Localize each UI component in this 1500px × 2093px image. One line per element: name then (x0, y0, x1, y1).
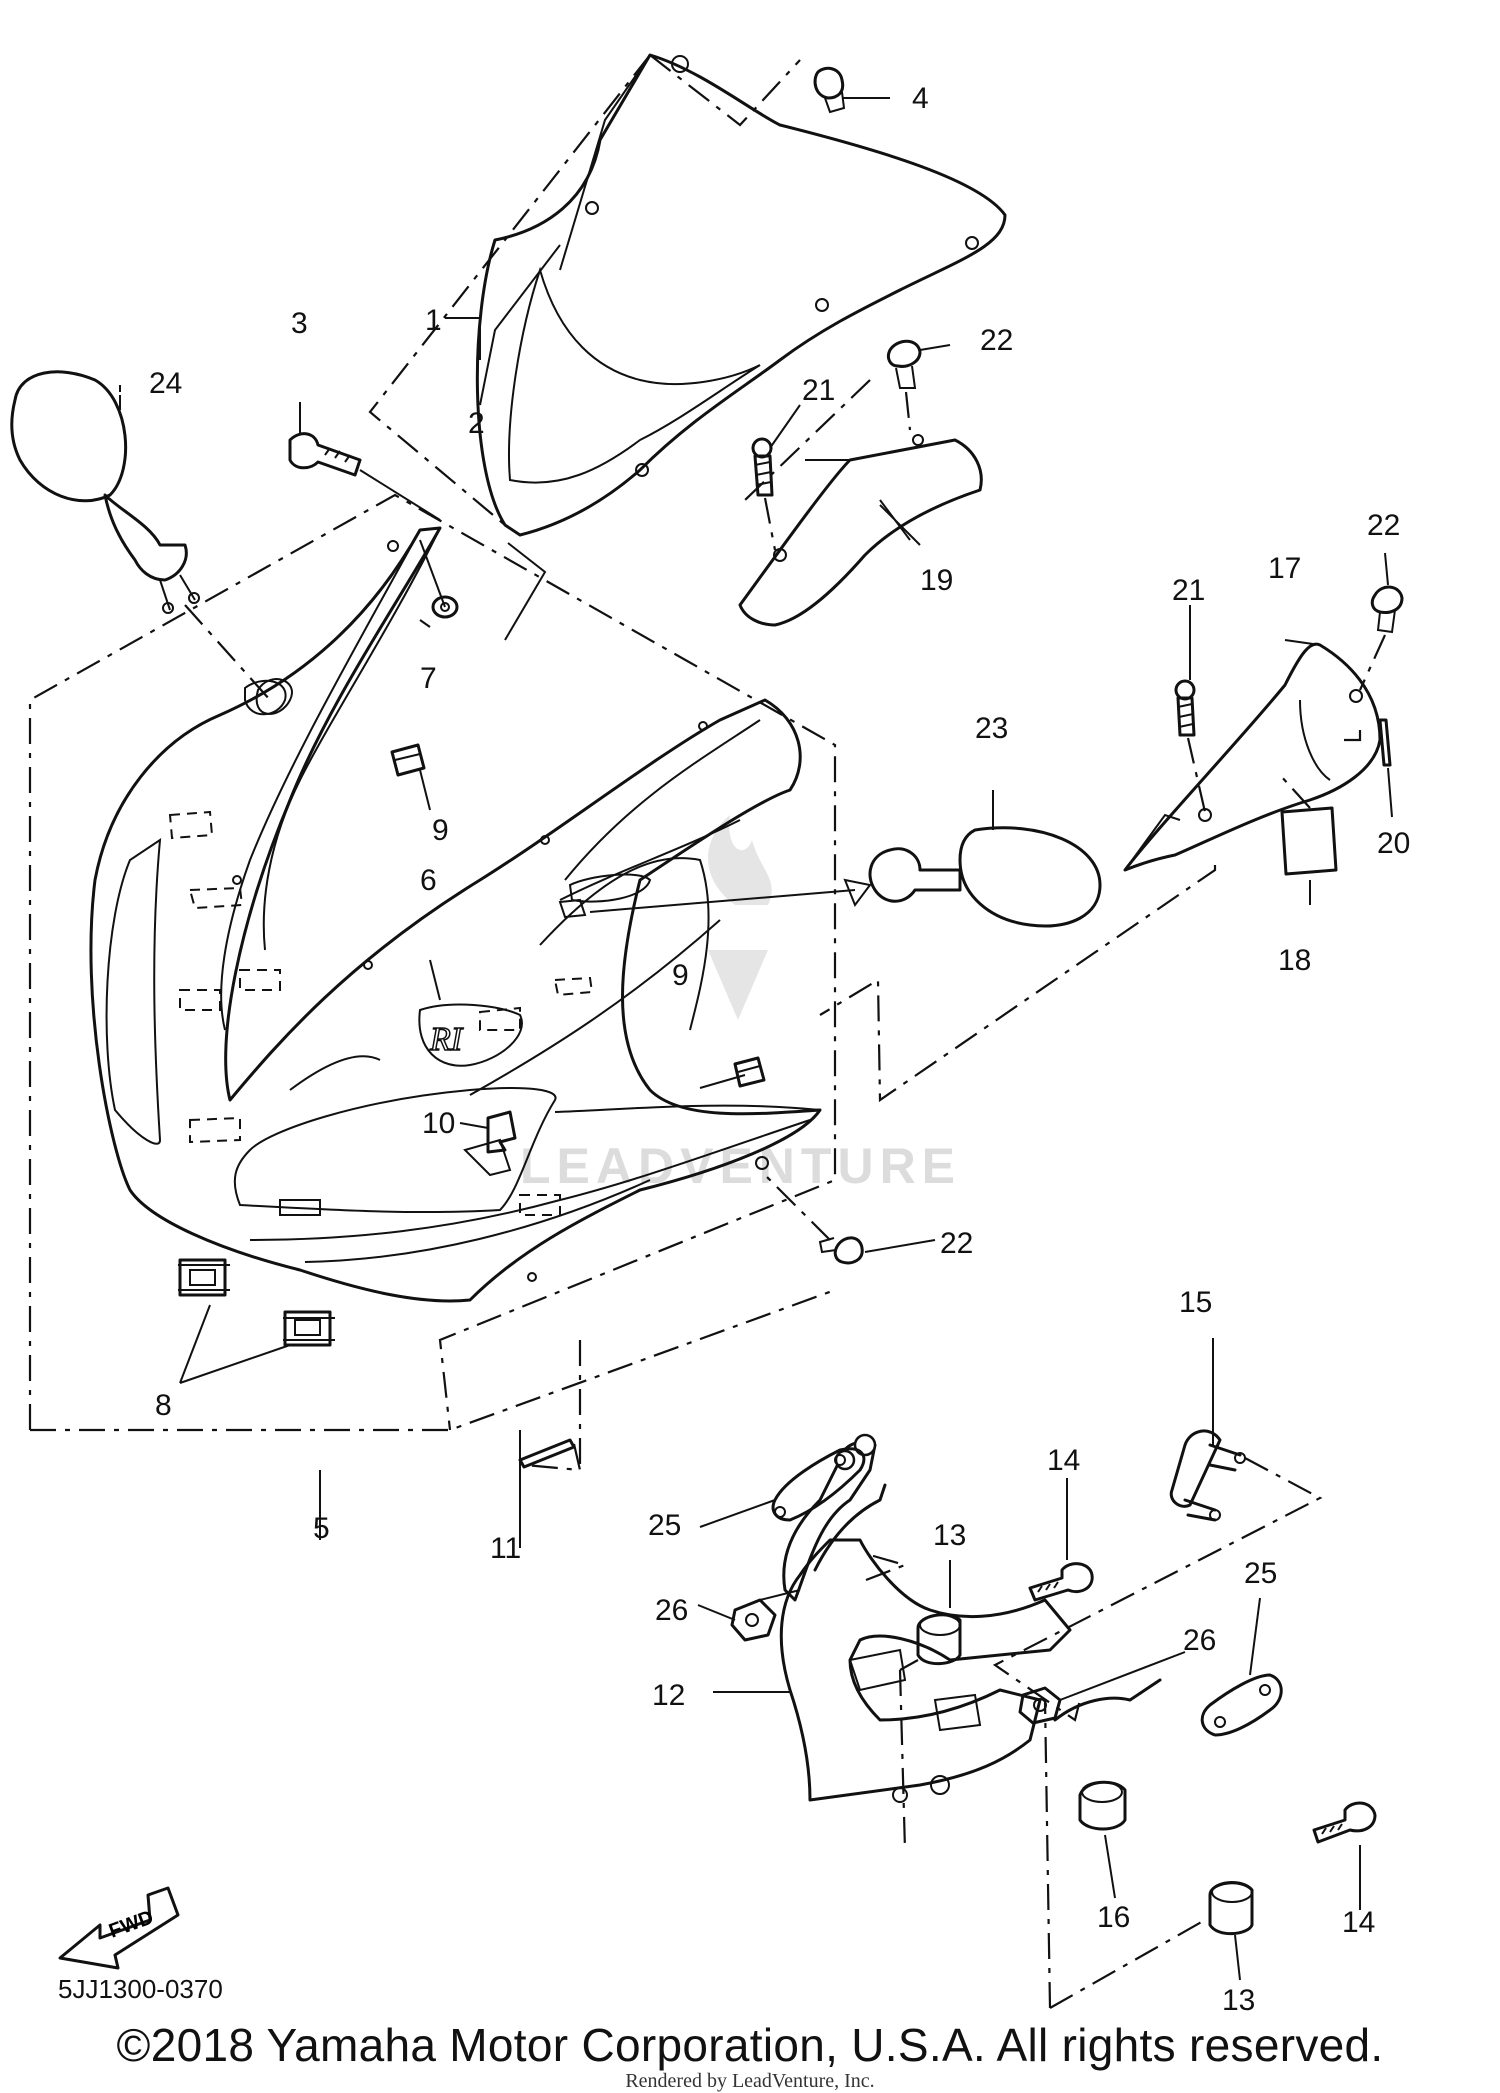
bracket-25-right (1200, 1673, 1283, 1737)
watermark: LEADVENTURE (520, 815, 961, 1194)
watermark-text: LEADVENTURE (520, 1138, 961, 1194)
callout-26-left: 26 (655, 1594, 688, 1627)
mirror-right (589, 826, 1102, 928)
nut-26-left (730, 1589, 801, 1642)
callout-25-left: 25 (648, 1509, 681, 1542)
callout-2: 2 (468, 407, 485, 440)
screw-21-right (1174, 679, 1207, 813)
callout-6: 6 (420, 864, 437, 897)
nut-16 (1078, 1780, 1127, 1831)
callouts: 1 2 3 4 5 6 7 8 9 9 10 11 12 13 13 14 14… (149, 82, 1410, 2017)
callout-22-lower: 22 (940, 1227, 973, 1260)
mirror-left (10, 370, 287, 716)
washer-7 (419, 539, 547, 641)
bolt-14-upper (1028, 1562, 1094, 1602)
callout-23: 23 (975, 712, 1008, 745)
fwd-arrow: FWD (58, 1886, 180, 1970)
callout-19: 19 (920, 564, 953, 597)
screw-3 (288, 432, 441, 521)
callout-9-upper: 9 (432, 814, 449, 847)
callout-3: 3 (291, 307, 308, 340)
callout-13-upper: 13 (933, 1519, 966, 1552)
callout-21-right: 21 (1172, 574, 1205, 607)
bracket-25-left (771, 1447, 866, 1522)
callout-12: 12 (652, 1679, 685, 1712)
callout-17: 17 (1268, 552, 1301, 585)
callout-4: 4 (912, 82, 929, 115)
screw-22-top (886, 339, 922, 431)
bolt-15 (992, 1429, 1323, 1722)
windscreen (368, 53, 1007, 537)
r1-logo: RI (418, 1003, 523, 1067)
screw-21-upper (751, 437, 777, 551)
screw-22-lower (764, 1174, 864, 1265)
callout-22-right: 22 (1367, 509, 1400, 542)
callout-26-right: 26 (1183, 1624, 1216, 1657)
callout-11: 11 (490, 1532, 521, 1565)
fwd-label: FWD (106, 1906, 156, 1942)
callout-14-upper: 14 (1047, 1444, 1080, 1477)
strip-11 (518, 1438, 582, 1472)
leader-lines (119, 97, 1393, 1981)
screw-22-right (1358, 585, 1404, 691)
diagram-code: 5JJ1300-0370 (58, 1974, 223, 2004)
callout-22-top: 22 (980, 324, 1013, 357)
strip-20 (1378, 718, 1392, 767)
callout-16: 16 (1097, 1901, 1130, 1934)
callout-1: 1 (425, 304, 442, 337)
front-cowling: RI (28, 493, 837, 1470)
callout-14-lower: 14 (1342, 1906, 1375, 1939)
sticker-18 (1279, 774, 1338, 876)
clip-nut-9-upper (390, 743, 426, 777)
side-panel-17 (1123, 642, 1382, 872)
clip-nut-9-lower (733, 1056, 766, 1088)
damper-13-upper (899, 1613, 962, 1671)
bracket-10 (486, 1110, 517, 1154)
side-panel-19 (738, 379, 983, 627)
callout-7: 7 (420, 662, 437, 695)
r1-logo-text: RI (429, 1021, 464, 1058)
callout-10: 10 (422, 1107, 455, 1140)
copyright-notice: ©2018 Yamaha Motor Corporation, U.S.A. A… (116, 2019, 1384, 2071)
grommet-8b (283, 1310, 335, 1347)
callout-8: 8 (155, 1389, 172, 1422)
callout-25-right: 25 (1244, 1557, 1277, 1590)
clip-4 (813, 66, 846, 114)
grommet-8a (178, 1258, 230, 1297)
damper-13-lower (1043, 1699, 1254, 2009)
bolt-14-lower (1312, 1801, 1377, 1844)
callout-9-lower: 9 (672, 959, 689, 992)
callout-20: 20 (1377, 827, 1410, 860)
callout-24: 24 (149, 367, 182, 400)
rendered-by-note: Rendered by LeadVenture, Inc. (625, 2070, 875, 2092)
callout-15: 15 (1179, 1286, 1212, 1319)
callout-5: 5 (313, 1512, 330, 1545)
callout-18: 18 (1278, 944, 1311, 977)
callout-13-lower: 13 (1222, 1984, 1255, 2017)
callout-21-upper: 21 (802, 374, 835, 407)
